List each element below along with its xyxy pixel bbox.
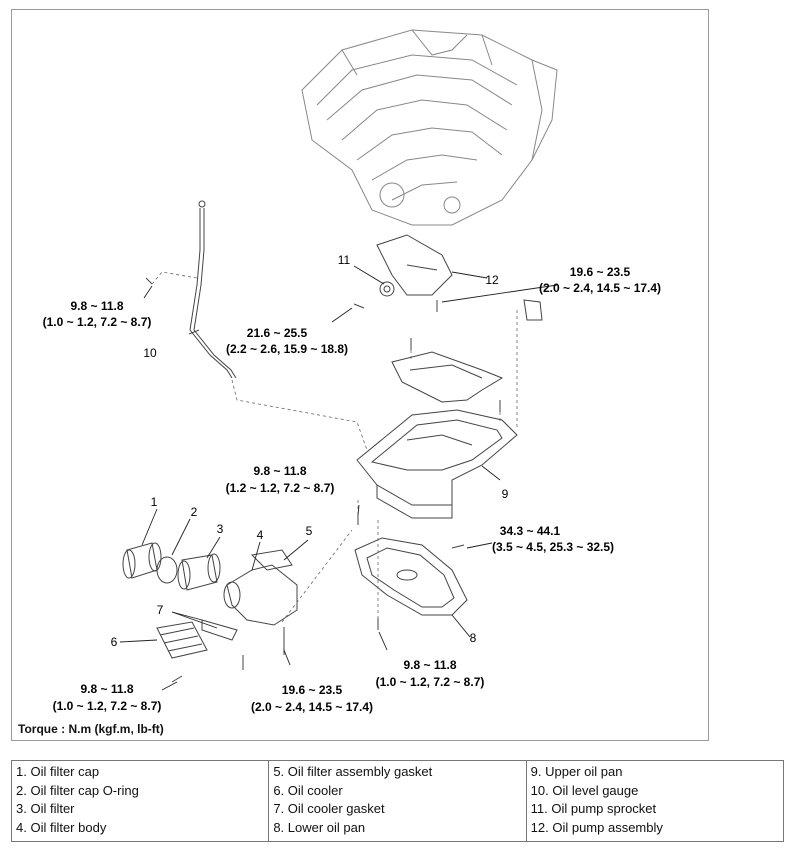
- legend-item: 12. Oil pump assembly: [530, 819, 663, 835]
- leader-lines: [119, 265, 558, 691]
- legend-column-2: 5. Oil filter assembly gasket 6. Oil coo…: [269, 761, 527, 841]
- callout-8: 8: [470, 631, 477, 645]
- torque-sprocket-bolt-alt: (2.2 ~ 2.6, 15.9 ~ 18.8): [226, 342, 348, 356]
- legend-item: 8. Lower oil pan: [273, 819, 366, 835]
- callout-12: 12: [485, 273, 499, 287]
- callout-7: 7: [157, 603, 164, 617]
- lower-oil-pan: [354, 537, 468, 616]
- legend-item: 4. Oil filter body: [16, 819, 107, 835]
- bracket: [523, 299, 543, 321]
- legend-column-1: 1. Oil filter cap 2. Oil filter cap O-ri…: [12, 761, 270, 841]
- callout-3: 3: [217, 522, 224, 536]
- callout-11: 11: [338, 253, 351, 267]
- legend-item: 9. Upper oil pan: [530, 764, 623, 779]
- torque-oil-gauge-bolt-alt: (1.0 ~ 1.2, 7.2 ~ 8.7): [43, 315, 152, 329]
- callout-4: 4: [257, 528, 264, 542]
- torque-lower-pan-bolt: 9.8 ~ 11.8: [403, 658, 456, 672]
- legend-item: 10. Oil level gauge: [530, 782, 639, 798]
- drain-plug: [451, 544, 465, 549]
- torque-oil-pump-bolt: 19.6 ~ 23.5: [570, 265, 631, 279]
- legend-item: 11. Oil pump sprocket: [530, 801, 657, 816]
- oil-pump-assembly: [353, 234, 453, 312]
- legend-item: 3. Oil filter: [16, 801, 75, 816]
- legend-item: 5. Oil filter assembly gasket: [273, 764, 433, 779]
- torque-units-note: Torque : N.m (kgf.m, lb-ft): [18, 722, 164, 736]
- oil-level-gauge: [189, 200, 237, 379]
- torque-oil-cooler-bolt-alt: (1.0 ~ 1.2, 7.2 ~ 8.7): [53, 699, 162, 713]
- torque-upper-pan-bolt-alt: (1.2 ~ 1.2, 7.2 ~ 8.7): [226, 481, 335, 495]
- torque-oil-gauge-bolt: 9.8 ~ 11.8: [70, 299, 123, 313]
- assembly-lines: [151, 271, 518, 623]
- torque-filter-body-bolt: 19.6 ~ 23.5: [282, 683, 343, 697]
- torque-oil-cooler-bolt: 9.8 ~ 11.8: [80, 682, 133, 696]
- legend-item: 7. Oil cooler gasket: [273, 801, 385, 816]
- engine-block: [301, 29, 558, 226]
- torque-drain-plug-alt: (3.5 ~ 4.5, 25.3 ~ 32.5): [492, 540, 614, 554]
- parts-legend: 1. Oil filter cap 2. Oil filter cap O-ri…: [11, 760, 784, 842]
- torque-lower-pan-bolt-alt: (1.0 ~ 1.2, 7.2 ~ 8.7): [376, 675, 485, 689]
- baffle-plate: [391, 351, 504, 403]
- torque-oil-pump-bolt-alt: (2.0 ~ 2.4, 14.5 ~ 17.4): [539, 281, 661, 295]
- torque-sprocket-bolt: 21.6 ~ 25.5: [247, 326, 308, 340]
- torque-drain-plug: 34.3 ~ 44.1: [500, 524, 561, 538]
- legend-item: 2. Oil filter cap O-ring: [16, 782, 139, 798]
- legend-item: 1. Oil filter cap: [16, 764, 100, 779]
- exploded-view-figure: 9.8 ~ 11.8 (1.0 ~ 1.2, 7.2 ~ 8.7) 21.6 ~…: [11, 9, 709, 741]
- exploded-view-drawing: 9.8 ~ 11.8 (1.0 ~ 1.2, 7.2 ~ 8.7) 21.6 ~…: [43, 29, 661, 714]
- oil-filter-parts: [122, 542, 298, 683]
- callout-5: 5: [306, 524, 313, 538]
- bolt: [145, 277, 153, 285]
- legend-item: 6. Oil cooler: [273, 782, 343, 798]
- callout-6: 6: [111, 635, 118, 649]
- callout-10: 10: [143, 346, 157, 360]
- torque-filter-body-bolt-alt: (2.0 ~ 2.4, 14.5 ~ 17.4): [251, 700, 373, 714]
- legend-column-3: 9. Upper oil pan 10. Oil level gauge 11.…: [527, 761, 783, 841]
- callout-2: 2: [191, 505, 198, 519]
- callout-9: 9: [502, 487, 509, 501]
- callout-1: 1: [151, 495, 158, 509]
- upper-oil-pan: [356, 409, 518, 519]
- torque-upper-pan-bolt: 9.8 ~ 11.8: [253, 464, 306, 478]
